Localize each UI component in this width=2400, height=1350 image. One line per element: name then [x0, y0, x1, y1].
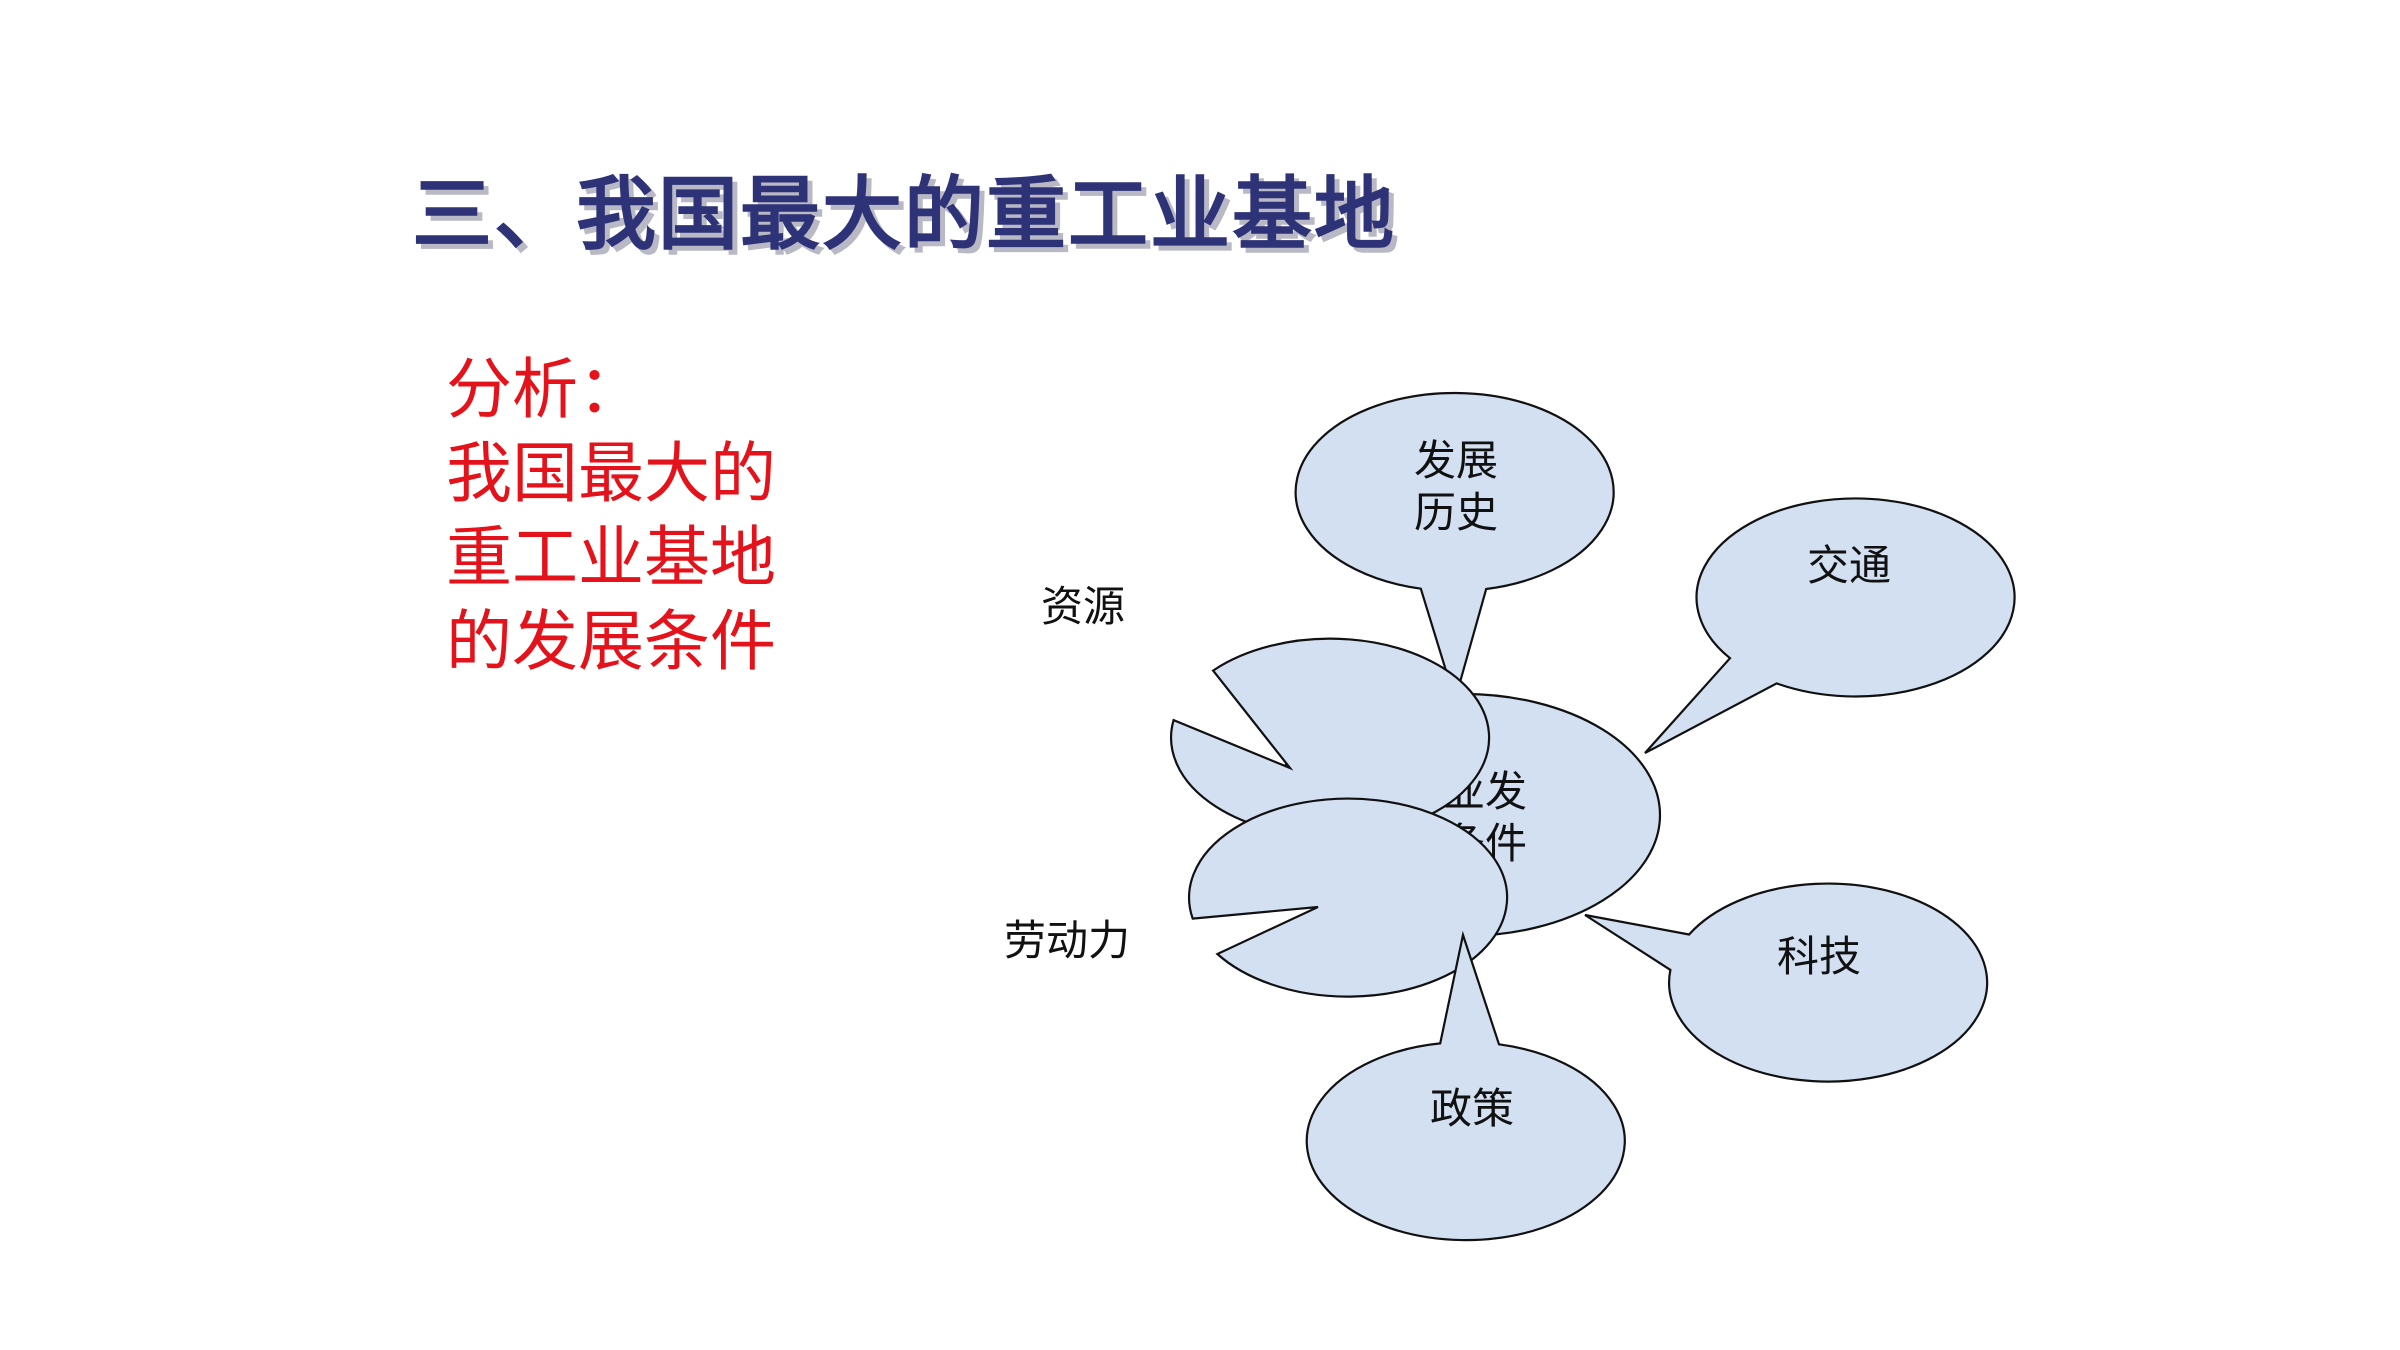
callout-policy: 政策 [1305, 930, 1626, 1242]
callout-resources-label: 资源 [1041, 582, 1125, 631]
slide-title: 三、我国最大的重工业基地 [412, 168, 1396, 261]
analysis-line: 的发展条件 [446, 603, 776, 680]
callout-labor: 劳动力 [1004, 797, 1509, 998]
callout-transport: 交通 [1644, 497, 2016, 754]
callout-history: 发展 历史 [1294, 391, 1615, 704]
callout-policy-label: 政策 [1430, 1084, 1514, 1133]
callout-transport-label: 交通 [1807, 541, 1891, 590]
analysis-heading: 分析： [446, 351, 644, 428]
callout-technology: 科技 [1584, 882, 1989, 1083]
callout-history-label-line2: 历史 [1414, 488, 1498, 537]
callout-labor-label: 劳动力 [1004, 916, 1130, 965]
analysis-line: 重工业基地 [446, 519, 776, 596]
callout-history-label-line1: 发展 [1414, 436, 1498, 485]
callout-resources: 资源 [1041, 582, 1491, 838]
analysis-text-block: 分析： 我国最大的 重工业基地 的发展条件 [446, 348, 776, 684]
analysis-line: 我国最大的 [446, 435, 776, 512]
callout-technology-label: 科技 [1777, 932, 1861, 981]
